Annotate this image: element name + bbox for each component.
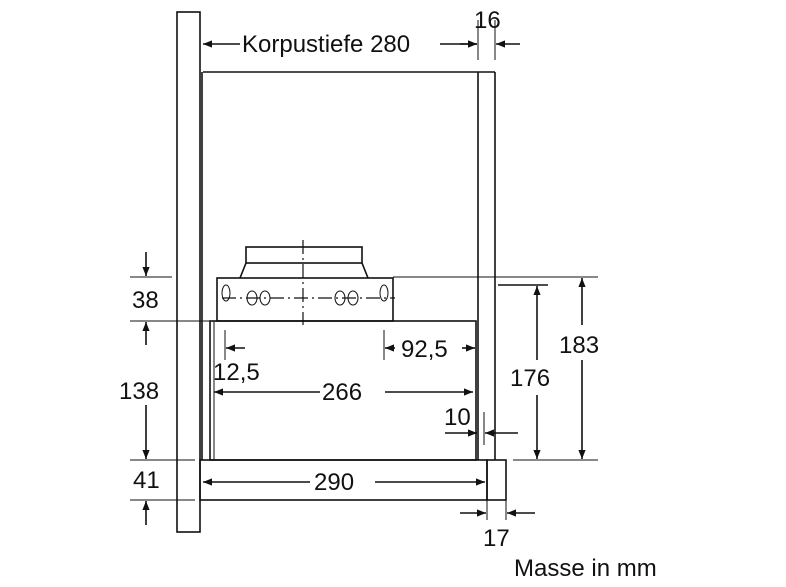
cabinet-outline bbox=[201, 71, 496, 460]
dim-41: 41 bbox=[133, 467, 160, 494]
dim-176: 176 bbox=[510, 365, 550, 392]
dim-290: 290 bbox=[314, 469, 354, 496]
fan-motor bbox=[216, 240, 395, 325]
dim-92-5: 92,5 bbox=[401, 336, 448, 363]
dim-266: 266 bbox=[322, 379, 362, 406]
dim-17: 17 bbox=[483, 525, 510, 552]
wall-hatched bbox=[176, 11, 201, 533]
dim-12-5: 12,5 bbox=[213, 359, 260, 386]
dim-10: 10 bbox=[444, 404, 471, 431]
units-note: Masse in mm bbox=[514, 555, 657, 582]
dim-138: 138 bbox=[119, 378, 159, 405]
dim-38: 38 bbox=[132, 287, 159, 314]
dim-korpustiefe: Korpustiefe 280 bbox=[242, 31, 410, 58]
front-panel bbox=[486, 459, 507, 501]
dim-183: 183 bbox=[559, 332, 599, 359]
dim-16: 16 bbox=[474, 7, 501, 34]
